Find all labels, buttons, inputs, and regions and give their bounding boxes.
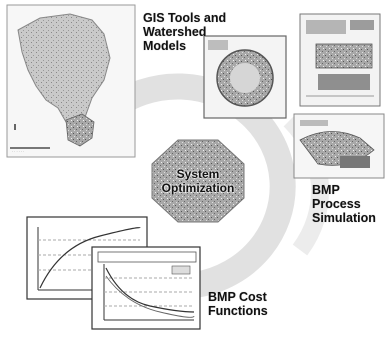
us-map-icon: . . . . . .	[6, 4, 136, 158]
cost-curve-charts-icon	[26, 216, 201, 330]
svg-text:. . . . . .: . . . . . .	[12, 148, 24, 153]
bmp-label-line-1: BMP	[312, 183, 340, 197]
bmp-simulation-screens-icon	[203, 13, 385, 179]
center-label-line-1: System	[176, 167, 220, 181]
gis-label-line-2: Watershed	[143, 25, 207, 39]
system-optimization-label: System Optimization	[150, 167, 246, 195]
bmp-label-line-2: Process	[312, 197, 361, 211]
bmp-process-label: BMP Process Simulation	[312, 183, 376, 225]
center-label-line-2: Optimization	[161, 181, 235, 195]
bmp-cost-label: BMP Cost Functions	[208, 290, 268, 318]
cost-label-line-1: BMP Cost	[208, 290, 267, 304]
gis-label-line-3: Models	[143, 39, 187, 53]
gis-label-line-1: GIS Tools and	[143, 11, 227, 25]
gis-tools-label: GIS Tools and Watershed Models	[143, 11, 226, 53]
system-optimization-octagon	[151, 139, 245, 223]
bmp-label-line-3: Simulation	[312, 211, 376, 225]
cost-label-line-2: Functions	[208, 304, 268, 318]
